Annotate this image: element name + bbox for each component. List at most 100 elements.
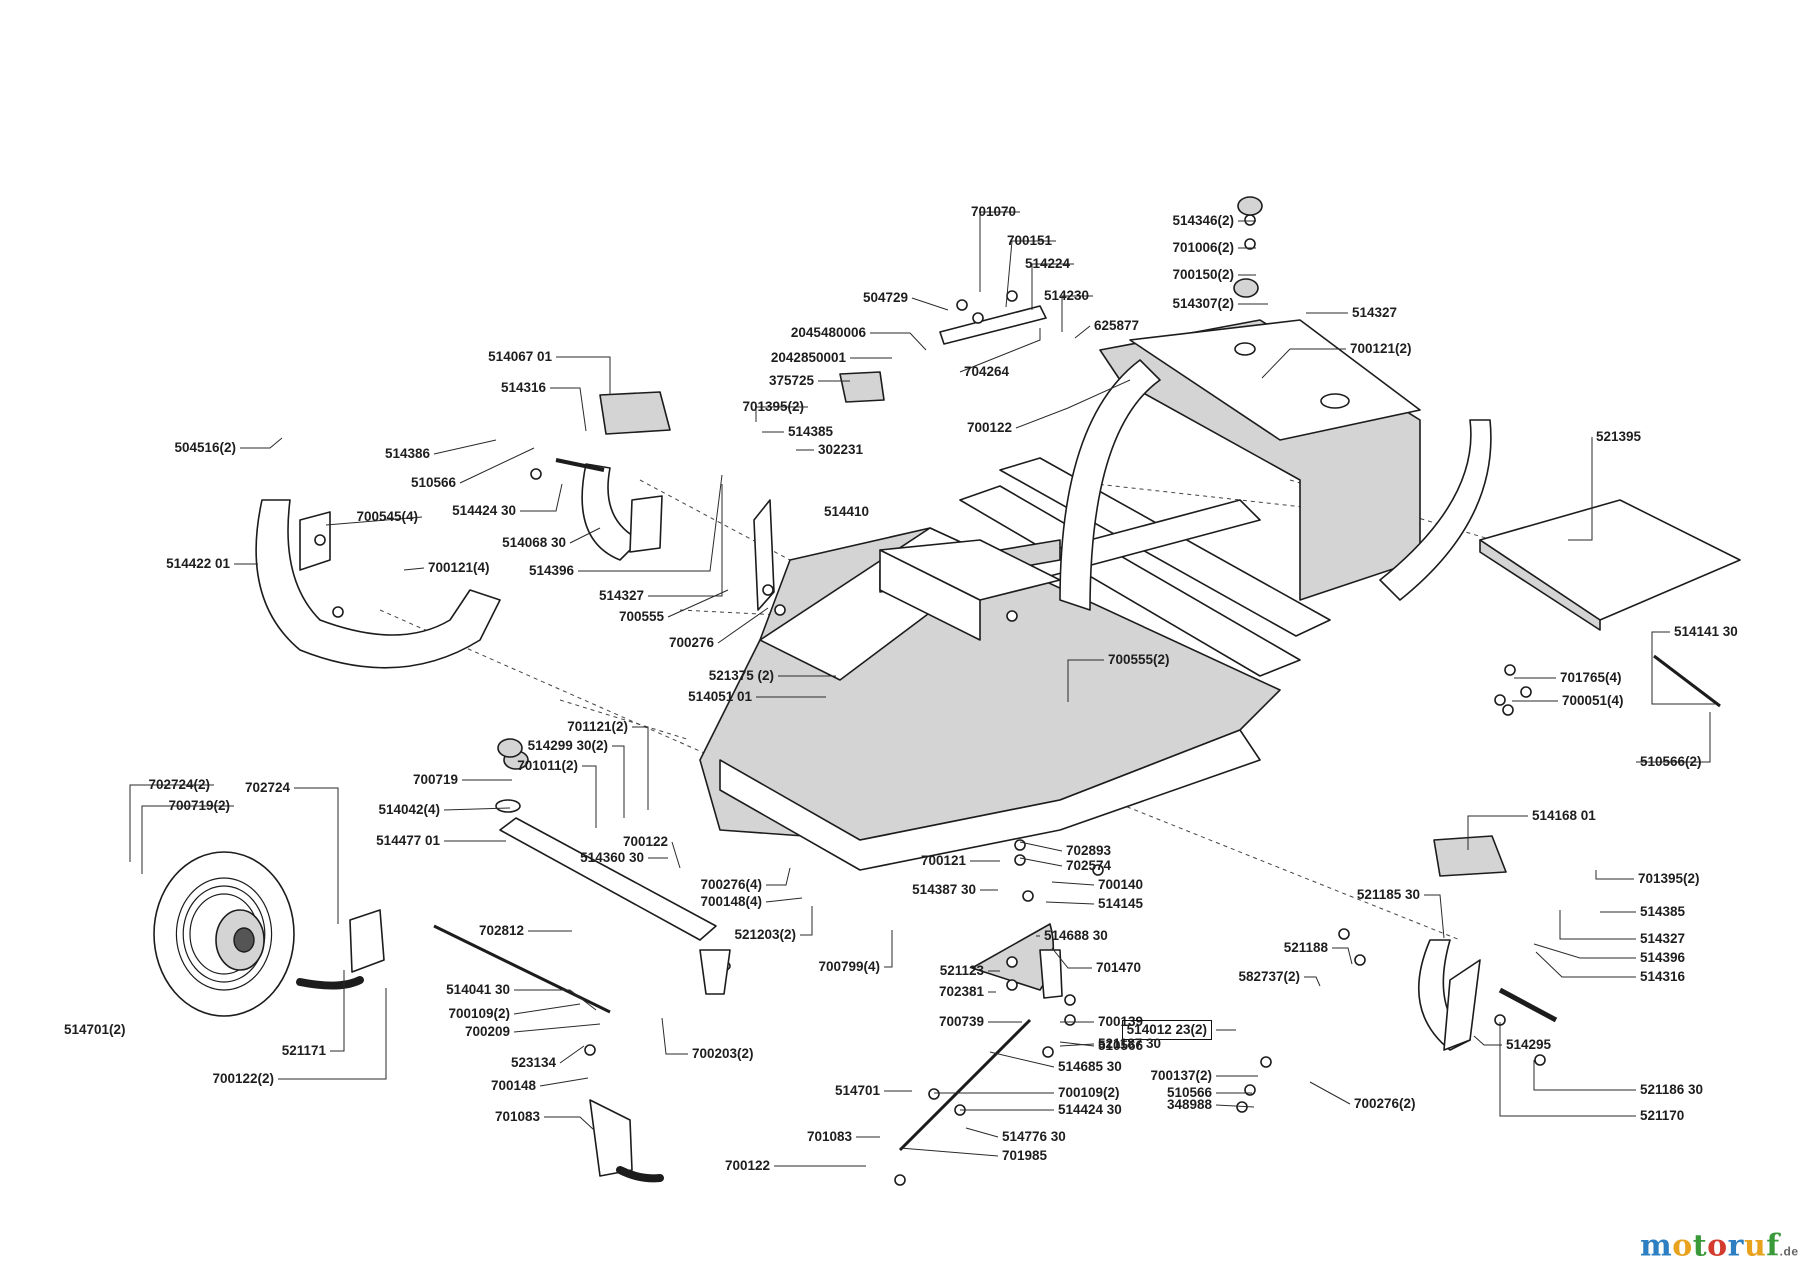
leader-line [141,805,234,874]
leader-line [1031,263,1074,310]
hardware-nut [1244,238,1256,250]
part-label: 302231 [818,442,864,457]
hardware-nut [1042,1046,1054,1058]
part-label: 2042850001 [770,350,846,365]
part-label: 514327 [1352,305,1398,320]
leader-line [240,437,283,449]
spindle-axle-left [296,976,364,990]
hardware-nut [956,299,968,311]
part-label: 514068 30 [502,535,566,550]
leader-line [959,328,1041,373]
motoruf-watermark: motoruf.de [1640,1229,1799,1264]
leader-line [1061,295,1093,332]
leader-line [1559,910,1636,940]
leader-line [671,841,681,869]
part-label: 514145 [1098,896,1144,911]
part-label: 700276 [668,635,714,650]
sector-shaft [1039,949,1063,999]
leader-line [1074,325,1091,339]
part-label: 700799(4) [818,959,880,974]
steering-housing-top [879,539,1061,601]
hardware-nut [1064,994,1076,1006]
part-label: 702574 [1066,858,1112,873]
leader-line [539,1077,589,1087]
part-label: 702724(2) [148,777,210,792]
watermark-letter: m [1640,1228,1673,1264]
hardware-nut [1534,1054,1546,1066]
hardware-nut [314,534,326,546]
assembly-guide-line [559,699,691,741]
part-label: 514776 30 [1002,1129,1066,1144]
pin-510566 [1498,987,1558,1023]
part-label: 702812 [478,923,524,938]
part-label: 514168 01 [1532,808,1596,823]
part-label: 700276(4) [700,877,762,892]
part-label: 514387 30 [912,882,976,897]
part-label: 700276(2) [1354,1096,1416,1111]
part-label: 700148 [490,1078,536,1093]
leader-line [1261,348,1346,379]
hardware-nut [1354,954,1366,966]
watermark-word: motoruf [1640,1229,1780,1264]
part-label: 521171 [281,1043,326,1058]
hardware-nut [1014,839,1026,851]
hardware-nut [1022,890,1034,902]
assembly-guide-line [379,609,721,761]
part-label: 700148(4) [700,894,762,909]
part-label: 375725 [768,373,814,388]
leader-line [1051,947,1092,969]
hardware-nut [894,1174,906,1186]
part-label: 700051(4) [1562,693,1624,708]
part-label: 521395 [1596,429,1642,444]
leader-line [1332,947,1353,965]
part-label: 514422 01 [166,556,230,571]
leader-line [1015,379,1131,429]
leader-line [1535,951,1636,978]
drive-pedal-arm [1418,939,1471,1051]
hardware-nut [1092,864,1104,876]
spindle-right [589,1099,633,1177]
part-label: 701765(4) [1560,670,1622,685]
leader-line [1499,1022,1636,1117]
part-label: 700555 [618,609,664,624]
leader-line [1473,1035,1502,1046]
chassis-plate-edge [719,729,1261,871]
part-label: 521123 [939,963,984,978]
part-label: 701395(2) [1638,871,1700,886]
part-label: 704264 [964,364,1010,379]
part-label: 514230 [1043,288,1089,303]
hardware-nut [1338,928,1350,940]
watermark-letter: r [1727,1228,1744,1264]
part-label: 514685 30 [1058,1059,1122,1074]
watermark-letter: t [1692,1228,1708,1264]
cap-or-bushing [497,738,523,758]
leader-line [459,447,535,484]
spindle-left [349,909,385,973]
part-label: 514701 [834,1083,880,1098]
part-label: 582737(2) [1238,969,1300,984]
seat-mounting-plate [1479,499,1741,621]
part-label: 701083 [494,1109,540,1124]
part-label: 514012 23(2) [1121,1020,1212,1040]
assembly-guide-line [679,609,881,621]
leader-line [1067,659,1104,702]
part-label: 514299 30(2) [527,738,608,753]
leader-line [800,906,813,936]
part-label: 521186 30 [1640,1082,1704,1097]
part-label: 701083 [806,1129,852,1144]
part-label: 521188 [1283,940,1328,955]
spindle-axle-right [616,1166,664,1183]
leader-line [520,483,563,512]
cap-or-bushing [1233,278,1259,298]
part-label: 514385 [788,424,834,439]
leader-line [1304,976,1321,987]
leader-line [1533,1060,1636,1091]
part-label: 700122 [622,834,668,849]
part-label: 521203(2) [734,927,796,942]
leader-line [870,332,927,351]
fuel-tank-top [1129,319,1421,441]
watermark-letter: o [1672,1228,1693,1264]
leader-line [513,1023,601,1033]
